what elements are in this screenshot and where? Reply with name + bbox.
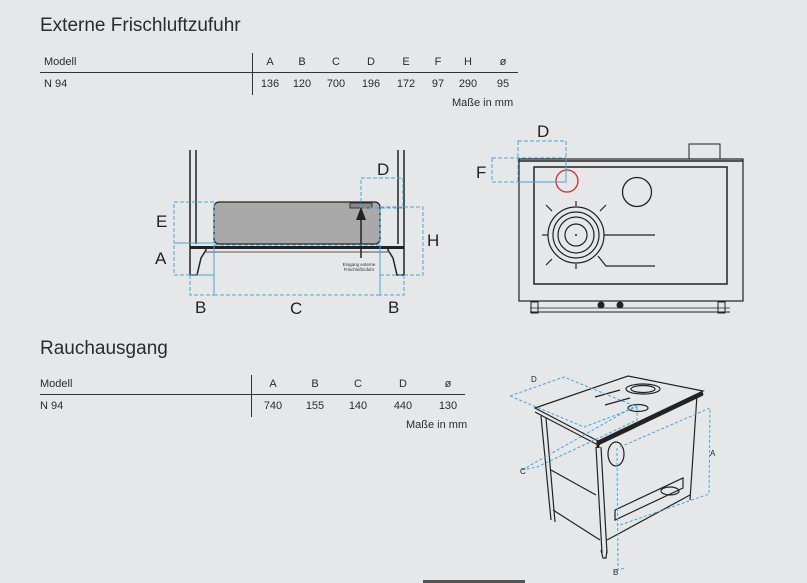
header-model: Modell (40, 378, 73, 390)
header-col-c: C (332, 56, 340, 68)
header-col-f: F (434, 56, 442, 68)
stove-body (518, 158, 744, 302)
foot-left (530, 301, 539, 314)
value-e: 172 (396, 78, 416, 90)
label-d-top: D (537, 122, 549, 141)
header-model: Modell (44, 56, 77, 68)
foot-right (717, 301, 726, 314)
header-col-e: E (402, 56, 410, 68)
row-model: N 94 (44, 78, 68, 90)
label-a: A (155, 249, 167, 268)
value-diameter: 95 (496, 78, 510, 90)
table-column-divider (252, 53, 253, 95)
label-e: E (156, 212, 167, 231)
air-inlet-highlight (555, 169, 579, 193)
header-col-c: C (354, 378, 362, 390)
top-view-diagram: D F (476, 122, 744, 314)
label-b-right: B (388, 298, 399, 317)
label-b-iso: B (613, 568, 618, 577)
label-d: D (377, 160, 389, 179)
stove-outline (533, 375, 705, 559)
table-divider (40, 394, 465, 395)
section-title-fresh-air: Externe Frischluftzufuhr (40, 15, 241, 36)
iso-labels: D C A B (520, 375, 716, 577)
header-col-h: H (464, 56, 472, 68)
row-model: N 94 (40, 400, 64, 412)
dim-box-d (360, 177, 404, 209)
foot-knob-1 (597, 301, 605, 309)
inlet-caption-1: Eingang externe (343, 262, 376, 267)
burner-rings (542, 201, 655, 269)
label-c-iso: C (520, 467, 526, 476)
iso-dimension-lines (509, 376, 711, 571)
inlet-caption-2: Frischluftzufuhr (344, 267, 375, 272)
smoke-outlet-dimension-table: Modell A B C D ø N 94 740 155 140 440 13… (40, 375, 465, 418)
unit-note: Maße in mm (452, 97, 514, 109)
label-a-iso: A (710, 449, 716, 458)
unit-note: Maße in mm (406, 419, 468, 431)
header-col-a: A (266, 56, 274, 68)
label-h: H (427, 231, 439, 250)
value-diameter: 130 (438, 400, 458, 412)
base-bar (190, 246, 404, 249)
value-a: 740 (263, 400, 283, 412)
value-f: 97 (431, 78, 445, 90)
flue-collar (688, 143, 721, 160)
table-divider (40, 72, 518, 73)
top-dimension-lines (491, 140, 567, 183)
dimension-labels: E A B C B D H (155, 160, 439, 318)
dim-box-b-left (189, 274, 215, 296)
label-c: C (290, 299, 302, 318)
header-col-d: D (399, 378, 407, 390)
value-c: 140 (348, 400, 368, 412)
dim-box-e (173, 201, 215, 244)
header-col-b: B (311, 378, 319, 390)
burner-center (575, 234, 577, 236)
dim-box-b-right (379, 274, 405, 296)
fresh-air-dimension-table: Modell A B C D E F H ø N 94 136 120 700 … (40, 53, 518, 96)
value-b: 120 (292, 78, 312, 90)
label-d-iso: D (531, 375, 537, 384)
foot-knob-2 (616, 301, 624, 309)
header-col-b: B (298, 56, 306, 68)
dimension-lines (173, 177, 424, 296)
section-title-smoke-outlet: Rauchausgang (40, 338, 168, 359)
value-a: 136 (260, 78, 280, 90)
label-f: F (476, 163, 486, 182)
dim-box-f (491, 157, 567, 183)
smoke-outlet-circle (621, 176, 653, 208)
side-view-diagram: Eingang externe Frischluftzufuhr E A B C… (155, 150, 439, 318)
header-col-diameter: ø (444, 378, 452, 390)
cooking-plate (533, 166, 728, 285)
dim-box-d-top (517, 140, 567, 183)
isometric-diagram: D C A B (509, 375, 716, 577)
value-c: 700 (326, 78, 346, 90)
value-h: 290 (458, 78, 478, 90)
inlet-arrow-head (356, 207, 366, 220)
label-b-left: B (195, 298, 206, 317)
table-column-divider (251, 375, 252, 417)
header-col-d: D (367, 56, 375, 68)
value-d: 440 (393, 400, 413, 412)
dim-box-h (379, 206, 424, 276)
header-col-a: A (269, 378, 277, 390)
value-b: 155 (305, 400, 325, 412)
value-d: 196 (361, 78, 381, 90)
scroll-indicator (423, 580, 525, 583)
header-col-diameter: ø (499, 56, 507, 68)
